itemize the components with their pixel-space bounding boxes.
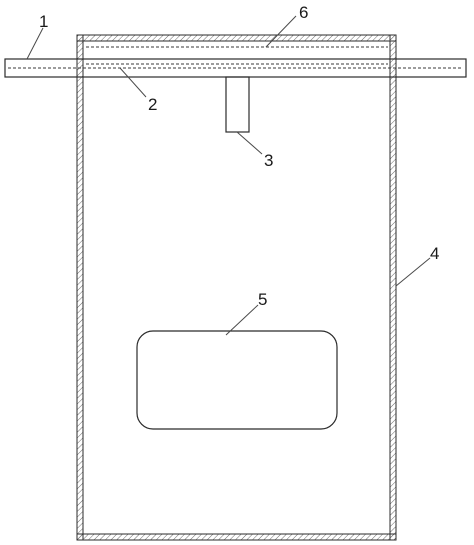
- leader-line-6: [265, 15, 297, 48]
- label-bag-wall: 4: [430, 244, 439, 263]
- rod: [4, 58, 467, 78]
- left-wall: [76, 34, 84, 541]
- label-spout: 3: [264, 151, 273, 170]
- right-wall: [389, 34, 397, 541]
- leader-line-5: [225, 304, 259, 336]
- top-band-outer: [76, 34, 397, 42]
- label-inner-rod-line: 2: [148, 95, 157, 114]
- leader-line-4: [395, 257, 431, 287]
- leader-lines: [26, 15, 431, 336]
- spout: [225, 76, 250, 133]
- window: [136, 330, 338, 430]
- label-window: 5: [258, 290, 267, 309]
- top-band: [76, 34, 397, 48]
- bag-body: [76, 34, 397, 541]
- labels: 1 2 3 4 5 6: [39, 3, 439, 309]
- label-rod: 1: [39, 12, 48, 31]
- leader-line-2: [119, 67, 147, 98]
- leader-line-3: [236, 131, 263, 155]
- bottom-wall: [76, 533, 397, 541]
- label-top-band: 6: [299, 3, 308, 22]
- leader-line-1: [26, 27, 44, 60]
